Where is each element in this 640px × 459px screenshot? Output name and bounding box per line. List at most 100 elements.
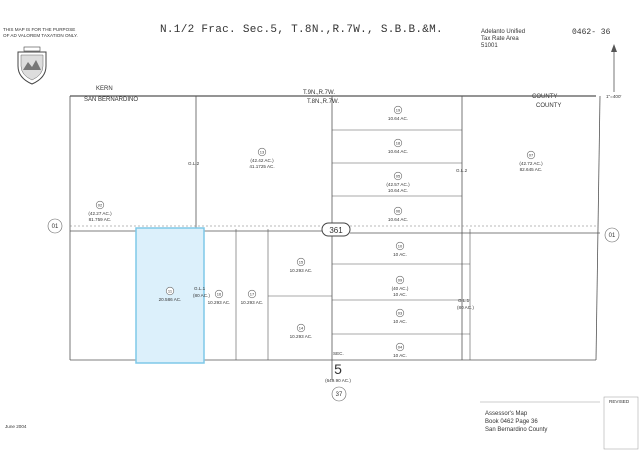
parcel-area: 20.586 AC. bbox=[159, 297, 182, 302]
parcel-area: 10.293 AC. bbox=[208, 300, 231, 305]
parcel-number-circle bbox=[393, 138, 403, 148]
parcel-02[interactable]: 02 (42.27 AC.)81.759 AC. bbox=[88, 200, 112, 222]
parcel-number-circle bbox=[214, 289, 224, 299]
parcel-area: 81.759 AC. bbox=[89, 217, 112, 222]
parcel-number-circle bbox=[395, 308, 405, 318]
parcel-gross-area: (42.27 AC.) bbox=[88, 211, 112, 216]
parcel-number-circle bbox=[95, 200, 105, 210]
section-area: (649.90 AC.) bbox=[325, 378, 351, 383]
county-label-san-bernardino: SAN BERNARDINO bbox=[84, 97, 138, 103]
parcel-number-circle bbox=[395, 241, 405, 251]
road-label: 361 bbox=[329, 226, 343, 235]
lot-label-g2-left: G.L.2 bbox=[188, 161, 200, 166]
map-date: June 2004 bbox=[5, 424, 27, 429]
parcel-11[interactable]: 11 20.586 AC. bbox=[159, 286, 182, 302]
parcel-gross-area: (40 AC.) bbox=[392, 286, 409, 291]
parcel-number-circle bbox=[395, 342, 405, 352]
township-label-top: T.9N.,R.7W. bbox=[303, 90, 335, 96]
parcel-area: 10 AC. bbox=[393, 252, 407, 257]
county-label-top: COUNTY bbox=[532, 94, 557, 100]
parcel-05[interactable]: 05 (42.57 AC.)10.64 AC. bbox=[386, 171, 410, 193]
tax-area-district: Adelanto Unified bbox=[481, 29, 525, 35]
parcel-number-circle bbox=[296, 257, 306, 267]
parcel-area: 10 AC. bbox=[393, 292, 407, 297]
east-boundary bbox=[595, 95, 601, 361]
parcel-13[interactable]: 13 (42.42 AC.)41.1725 AC. bbox=[249, 147, 275, 169]
parcel-number: 18 bbox=[396, 141, 401, 146]
county-label-bottom: COUNTY bbox=[536, 103, 561, 109]
lot-label-g1-left: G.L.1 bbox=[194, 286, 206, 291]
disclaimer-line-1: THIS MAP IS FOR THE PURPOSE bbox=[3, 27, 75, 32]
parcel-19[interactable]: 19 10.64 AC. bbox=[388, 105, 408, 121]
parcel-number: 09 bbox=[398, 278, 403, 283]
parcel-04[interactable]: 04 10 AC. bbox=[393, 342, 407, 358]
parcel-number-circle bbox=[247, 289, 257, 299]
parcel-number: 07 bbox=[529, 153, 534, 158]
lot-label-g2-right: G.L.2 bbox=[456, 168, 468, 173]
book-page-label: Book 0462 Page 36 bbox=[485, 419, 538, 425]
parcel-number: 17 bbox=[250, 292, 255, 297]
book-page-number: 0462- 36 bbox=[572, 28, 611, 37]
county-seal-icon bbox=[17, 46, 47, 85]
parcel-area: 10.293 AC. bbox=[241, 300, 264, 305]
parcel-number: 04 bbox=[398, 345, 403, 350]
parcel-number-circle bbox=[296, 323, 306, 333]
parcel-10[interactable]: 10 10 AC. bbox=[393, 241, 407, 257]
sheet-ref-right-label: 01 bbox=[609, 233, 616, 239]
sheet-ref-bottom[interactable]: 37 bbox=[331, 386, 347, 402]
parcel-number: 13 bbox=[260, 150, 265, 155]
parcel-number-circle bbox=[393, 206, 403, 216]
parcel-09[interactable]: 09 (40 AC.)10 AC. bbox=[392, 275, 409, 297]
parcel-number: 03 bbox=[398, 311, 403, 316]
parcel-number-circle bbox=[393, 171, 403, 181]
county-label-kern: KERN bbox=[96, 86, 113, 92]
parcel-number: 02 bbox=[98, 203, 103, 208]
parcel-number: 11 bbox=[168, 289, 173, 294]
parcel-number: 14 bbox=[299, 326, 304, 331]
sheet-ref-left[interactable]: 01 bbox=[47, 218, 63, 234]
parcel-area: 10.64 AC. bbox=[388, 188, 408, 193]
revised-box bbox=[603, 396, 639, 450]
tax-area-label: Tax Rate Area bbox=[481, 36, 519, 42]
parcel-gross-area: (42.72 AC.) bbox=[519, 161, 543, 166]
parcel-14[interactable]: 14 10.293 AC. bbox=[290, 323, 313, 339]
section-label: SEC. bbox=[333, 351, 344, 356]
map-scale: 1"=400' bbox=[606, 94, 622, 99]
parcel-17[interactable]: 17 10.293 AC. bbox=[241, 289, 264, 305]
parcel-area: 10 AC. bbox=[393, 353, 407, 358]
section-number: 5 bbox=[334, 361, 342, 377]
tax-area-code: 51001 bbox=[481, 43, 498, 49]
parcel-area: 10 AC. bbox=[393, 319, 407, 324]
parcel-number: 05 bbox=[396, 174, 401, 179]
highlighted-parcel[interactable] bbox=[135, 227, 205, 364]
parcel-layer: 02 (42.27 AC.)81.759 AC. 13 (42.42 AC.)41.1… bbox=[88, 105, 543, 358]
parcel-area: 10.293 AC. bbox=[290, 334, 313, 339]
county-name-label: San Bernardino County bbox=[485, 427, 547, 433]
revised-label: REVISED bbox=[609, 399, 630, 404]
lot-label-g1-left-area: (80 AC.) bbox=[193, 293, 210, 298]
parcel-lines bbox=[235, 129, 471, 360]
parcel-area: 10.293 AC. bbox=[290, 268, 313, 273]
parcel-number-circle bbox=[393, 105, 403, 115]
parcel-number: 19 bbox=[396, 108, 401, 113]
parcel-number: 10 bbox=[398, 244, 403, 249]
parcel-area: 10.64 AC. bbox=[388, 116, 408, 121]
parcel-gross-area: (42.57 AC.) bbox=[386, 182, 410, 187]
sheet-ref-right[interactable]: 01 bbox=[604, 227, 620, 243]
parcel-area: 10.64 AC. bbox=[388, 217, 408, 222]
parcel-07[interactable]: 07 (42.72 AC.)82.645 AC. bbox=[519, 150, 543, 172]
lot-label-g1-right: G.L.1 bbox=[458, 298, 470, 303]
map-title: N.1/2 Frac. Sec.5, T.8N.,R.7W., S.B.B.&M… bbox=[160, 24, 443, 36]
road-361 bbox=[70, 222, 600, 237]
parcel-03[interactable]: 03 10 AC. bbox=[393, 308, 407, 324]
parcel-area: 41.1725 AC. bbox=[249, 164, 274, 169]
parcel-area: 82.645 AC. bbox=[520, 167, 543, 172]
sheet-ref-left-label: 01 bbox=[52, 224, 59, 230]
parcel-gross-area: (42.42 AC.) bbox=[250, 158, 274, 163]
north-arrow-icon bbox=[611, 44, 617, 92]
